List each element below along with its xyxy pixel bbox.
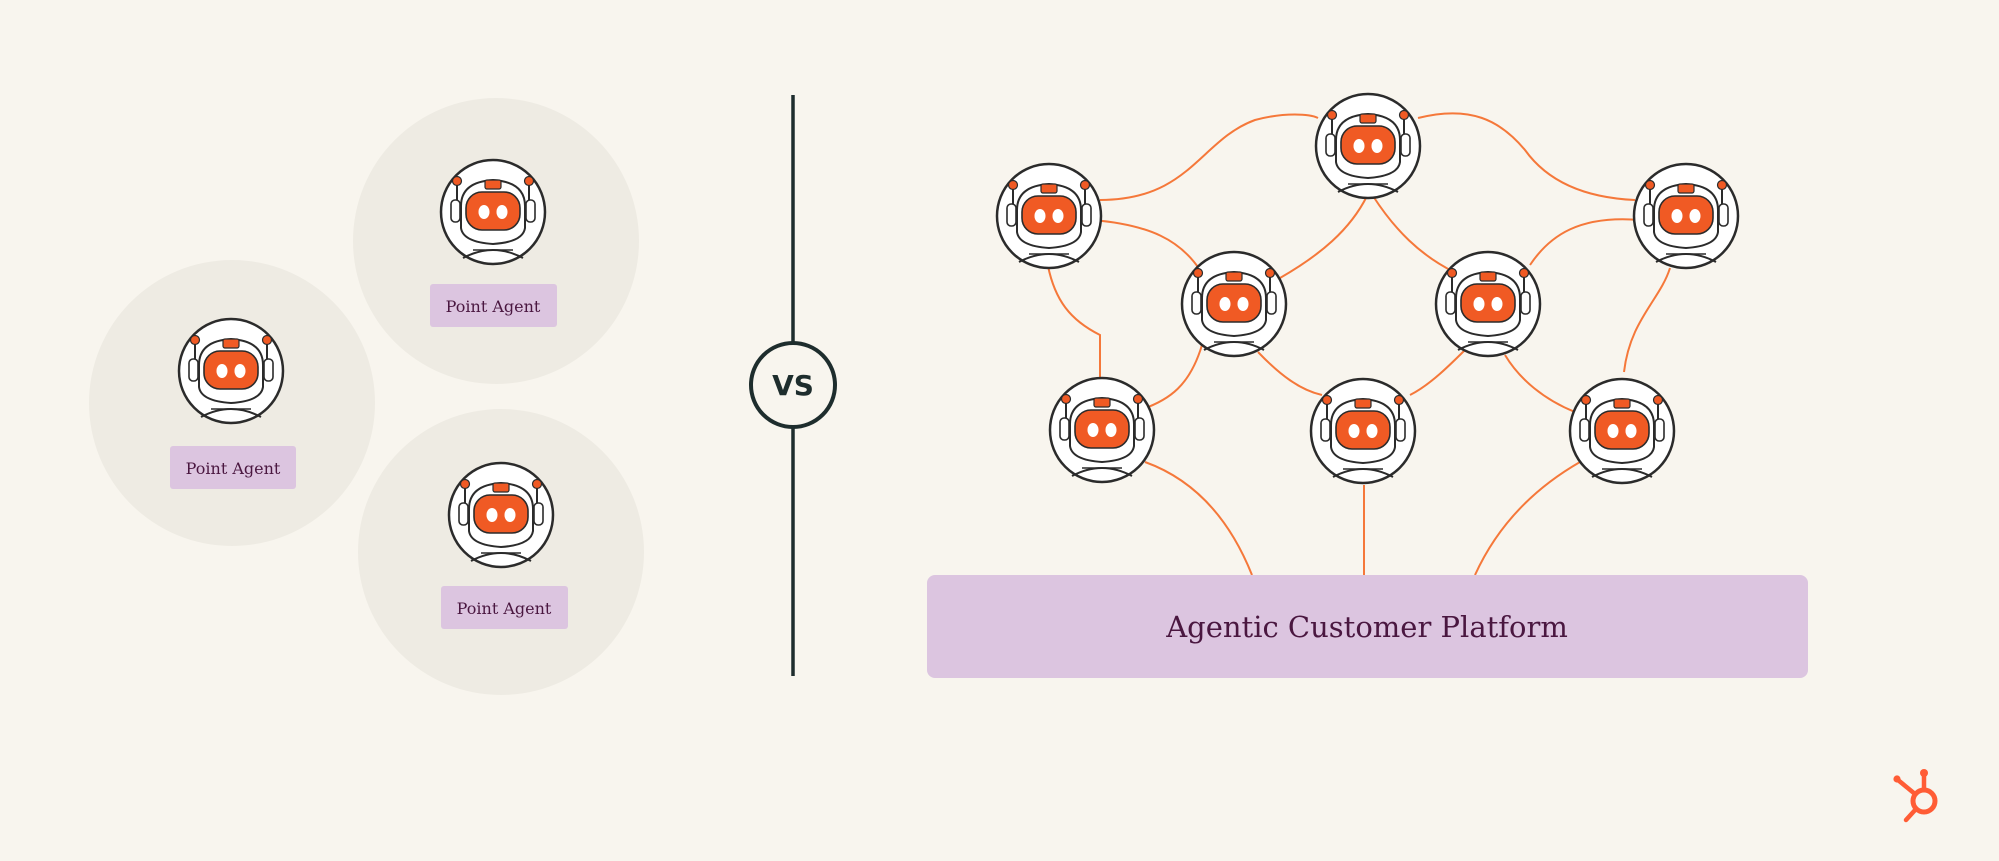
robot-agent-icon [1434, 250, 1542, 358]
vs-badge [749, 341, 837, 429]
agent-network [995, 92, 1740, 576]
robot-agent-icon [447, 461, 555, 569]
point-agent-label-box [170, 446, 296, 489]
point-agent-label: Point Agent [186, 459, 281, 478]
robot-agent-icon [177, 317, 285, 425]
vs-label: VS [772, 369, 814, 402]
point-agents-group: Point Agent Point Agent Point Agent [89, 98, 644, 695]
point-agent-label: Point Agent [457, 599, 552, 618]
platform-label: Agentic Customer Platform [1165, 610, 1568, 644]
hubspot-sprocket-icon [1893, 769, 1938, 823]
robot-agent-icon [1568, 377, 1676, 485]
robot-agent-icon [1309, 377, 1417, 485]
point-agent-label-box [441, 586, 568, 629]
platform-box [927, 575, 1808, 678]
point-agent-label-box [430, 284, 557, 327]
robot-agent-icon [1632, 162, 1740, 270]
point-agent-label: Point Agent [446, 297, 541, 316]
platform-bar: Agentic Customer Platform [927, 575, 1808, 678]
robot-agent-icon [1314, 92, 1422, 200]
robot-agent-icon [1048, 376, 1156, 484]
vs-divider: VS [749, 95, 837, 676]
network-connectors [1047, 112, 1671, 576]
robot-agent-icon [1180, 250, 1288, 358]
robot-agent-icon [439, 158, 547, 266]
robot-agent-icon [995, 162, 1103, 270]
